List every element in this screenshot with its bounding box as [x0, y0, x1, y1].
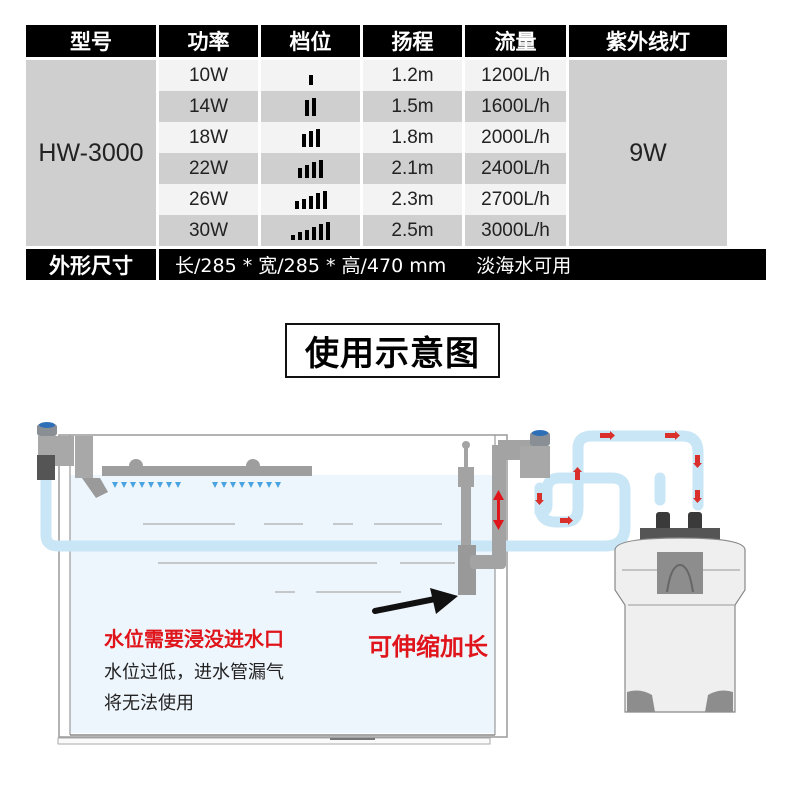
- head-value: 1.2m: [363, 60, 462, 91]
- signal-bar: [319, 224, 323, 240]
- dimensions-value: 长/285 * 宽/285 * 高/470 mm: [175, 255, 447, 277]
- signal-bar: [312, 162, 316, 178]
- level-bars: [261, 60, 360, 91]
- table-row: 26W 2.3m 2700L/h: [159, 184, 566, 215]
- spray-bar-outlet: [37, 422, 312, 498]
- head-value: 2.5m: [363, 215, 462, 246]
- signal-bar: [326, 221, 330, 240]
- signal-bar: [305, 164, 309, 178]
- flow-value: 1600L/h: [465, 91, 566, 122]
- table-row: 18W 1.8m 2000L/h: [159, 122, 566, 153]
- level-bars: [261, 91, 360, 122]
- table-row: 14W 1.5m 1600L/h: [159, 91, 566, 122]
- spec-table-header: 型号 功率 档位 扬程 流量 紫外线灯: [26, 25, 766, 57]
- signal-bar: [305, 100, 309, 116]
- signal-bar: [312, 226, 316, 240]
- power-value: 26W: [159, 184, 258, 215]
- water-level-note-1: 水位过低，进水管漏气: [104, 662, 284, 683]
- return-tube: [40, 472, 631, 552]
- flow-value: 3000L/h: [465, 215, 566, 246]
- signal-bar: [308, 131, 313, 147]
- power-value: 18W: [159, 122, 258, 153]
- signal-bar: [298, 167, 302, 178]
- flow-arrows: [535, 431, 702, 525]
- signal-bar: [315, 193, 320, 209]
- signal-bar: [308, 195, 313, 209]
- extend-arrow-icon: [493, 490, 504, 530]
- flow-value: 2700L/h: [465, 184, 566, 215]
- flow-value: 2000L/h: [465, 122, 566, 153]
- signal-bars-icon: [294, 190, 327, 209]
- dimensions-value-box: 长/285 * 宽/285 * 高/470 mm 淡海水可用: [159, 249, 766, 280]
- signal-bar: [301, 133, 306, 147]
- header-level: 档位: [261, 25, 360, 57]
- head-value: 2.3m: [363, 184, 462, 215]
- signal-bars-icon: [308, 67, 313, 85]
- signal-bar: [305, 229, 309, 240]
- model-value: HW-3000: [26, 60, 156, 246]
- diagram-title: 使用示意图: [285, 323, 500, 378]
- signal-bars-icon: [301, 128, 320, 147]
- table-row: 22W 2.1m 2400L/h: [159, 153, 566, 184]
- head-value: 2.1m: [363, 153, 462, 184]
- header-uv-lamp: 紫外线灯: [569, 25, 727, 57]
- usage-diagram: [37, 422, 746, 745]
- signal-bars-icon: [305, 97, 316, 116]
- signal-bar: [301, 198, 306, 209]
- level-bars: [261, 184, 360, 215]
- header-flow: 流量: [465, 25, 566, 57]
- signal-bar: [315, 128, 320, 147]
- signal-bar: [322, 190, 327, 209]
- water-level-warning: 水位需要浸没进水口: [104, 627, 284, 651]
- table-row: 10W 1.2m 1200L/h: [159, 60, 566, 91]
- signal-bar: [291, 235, 295, 240]
- signal-bar: [298, 232, 302, 240]
- power-value: 14W: [159, 91, 258, 122]
- signal-bars-icon: [291, 221, 330, 240]
- dimensions-row: 外形尺寸 长/285 * 宽/285 * 高/470 mm 淡海水可用: [26, 249, 766, 280]
- water-level-note-2: 将无法使用: [104, 693, 194, 714]
- signal-bar: [308, 74, 313, 85]
- flow-value: 1200L/h: [465, 60, 566, 91]
- spray-drops: [112, 482, 281, 488]
- spec-table-body: HW-3000 10W 1.2m 1200L/h 14W 1.5m 1600L/…: [26, 60, 766, 246]
- inlet-valve: [520, 430, 550, 478]
- water-type: 淡海水可用: [476, 255, 572, 277]
- level-bars: [261, 122, 360, 153]
- signal-bar: [294, 201, 299, 209]
- canister-filter: [614, 512, 746, 713]
- signal-bar: [319, 159, 323, 178]
- spec-table: 型号 功率 档位 扬程 流量 紫外线灯 HW-3000 10W 1.2m 120…: [26, 25, 766, 280]
- header-model: 型号: [26, 25, 156, 57]
- flow-value: 2400L/h: [465, 153, 566, 184]
- head-value: 1.8m: [363, 122, 462, 153]
- signal-bar: [312, 97, 316, 116]
- signal-bars-icon: [298, 159, 323, 178]
- extendable-label: 可伸缩加长: [368, 633, 488, 661]
- header-power: 功率: [159, 25, 258, 57]
- pointer-arrow-icon: [372, 588, 458, 614]
- uv-lamp-value: 9W: [569, 60, 727, 246]
- spec-rows: 10W 1.2m 1200L/h 14W 1.5m 1600L/h 18W 1.…: [159, 60, 566, 246]
- dimensions-label: 外形尺寸: [26, 249, 156, 280]
- table-row: 30W 2.5m 3000L/h: [159, 215, 566, 246]
- power-value: 22W: [159, 153, 258, 184]
- power-value: 30W: [159, 215, 258, 246]
- level-bars: [261, 153, 360, 184]
- header-head: 扬程: [363, 25, 462, 57]
- power-value: 10W: [159, 60, 258, 91]
- head-value: 1.5m: [363, 91, 462, 122]
- level-bars: [261, 215, 360, 246]
